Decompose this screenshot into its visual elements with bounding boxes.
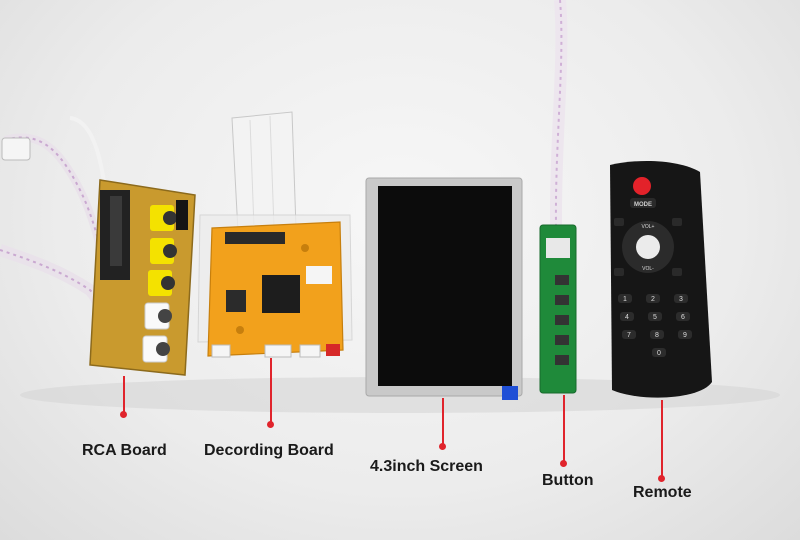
- button-board: [539, 0, 577, 394]
- label-rca-board: RCA Board: [82, 442, 167, 459]
- label-decoding-board: Decording Board: [204, 442, 334, 459]
- leader-remote: [661, 400, 663, 478]
- remote-key-0: 0: [657, 350, 661, 357]
- remote-key-3: 3: [679, 296, 683, 303]
- leader-dot-remote: [658, 475, 665, 482]
- leader-dot-decoding: [267, 421, 274, 428]
- remote-volup-text: VOL+: [642, 224, 655, 230]
- leader-button: [563, 395, 565, 463]
- remote-mode-text: MODE: [634, 202, 652, 208]
- rca-board: [0, 116, 196, 376]
- leader-dot-button: [560, 460, 567, 467]
- remote-key-5: 5: [653, 314, 657, 321]
- label-button: Button: [542, 472, 594, 489]
- remote-key-2: 2: [651, 296, 655, 303]
- leader-screen: [442, 398, 444, 446]
- leader-dot-rca: [120, 411, 127, 418]
- remote-key-4: 4: [625, 314, 629, 321]
- remote-key-9: 9: [683, 332, 687, 339]
- decoding-board: [197, 111, 353, 358]
- remote-key-6: 6: [681, 314, 685, 321]
- remote-key-7: 7: [627, 332, 631, 339]
- remote-key-1: 1: [623, 296, 627, 303]
- lcd-screen: [365, 177, 523, 400]
- leader-decoding: [270, 358, 272, 424]
- remote-voldown-text: VOL-: [642, 266, 654, 272]
- label-screen: 4.3inch Screen: [370, 458, 483, 475]
- leader-rca: [123, 376, 125, 414]
- remote-control: MODE VOL+ VOL- 1 2 3 4 5 6: [610, 160, 712, 398]
- remote-key-8: 8: [655, 332, 659, 339]
- leader-dot-screen: [439, 443, 446, 450]
- label-remote: Remote: [633, 484, 692, 501]
